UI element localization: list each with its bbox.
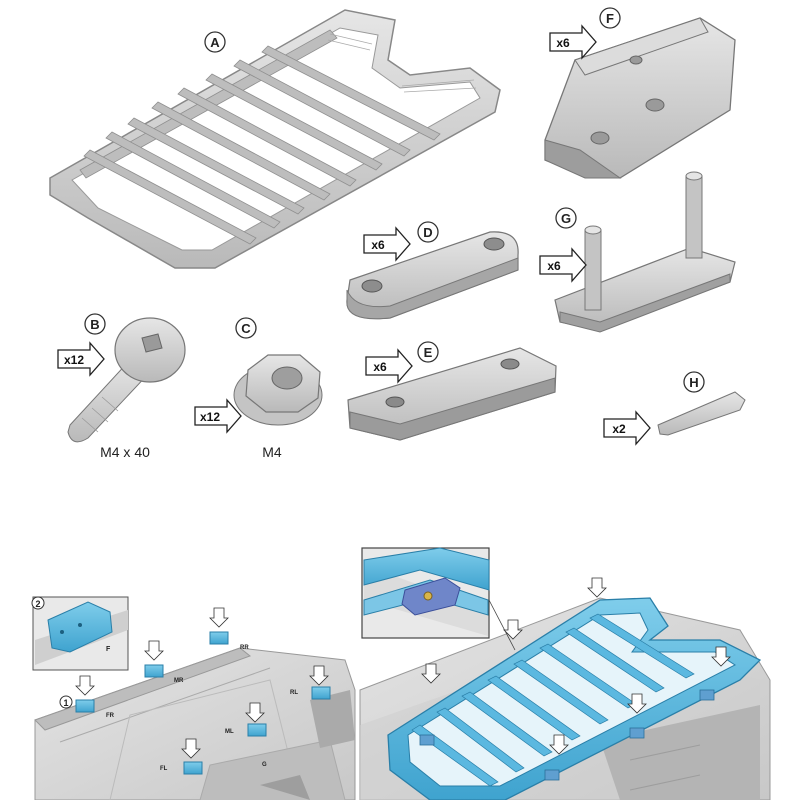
part-b-qty-arrow: x12 (57, 341, 105, 377)
step-1-marker: 1 (59, 695, 73, 709)
foot-mr (144, 640, 164, 678)
position-label-fr: FR (106, 713, 115, 719)
foot-fl (181, 738, 203, 775)
foot-ml (245, 702, 267, 737)
part-a-label: A (204, 31, 226, 53)
svg-text:x12: x12 (64, 353, 84, 367)
position-label-rr: RR (240, 645, 249, 651)
svg-text:A: A (210, 35, 220, 50)
part-c-label: C (235, 317, 257, 339)
part-g-label: G (555, 207, 577, 229)
svg-text:x6: x6 (371, 238, 385, 252)
part-g-qty-arrow: x6 (539, 247, 587, 283)
part-g-pin-plate (554, 171, 736, 333)
svg-text:B: B (90, 317, 99, 332)
part-a-rack-frame (49, 9, 501, 269)
part-e-label: E (417, 341, 439, 363)
part-h-qty-arrow: x2 (603, 410, 651, 446)
part-d-spacer-plate (346, 231, 519, 320)
part-b-bolt (67, 317, 186, 443)
part-d-label: D (417, 221, 439, 243)
position-label-mr: MR (174, 678, 184, 684)
foot-rr (209, 607, 229, 645)
position-label-fl: FL (160, 766, 168, 772)
part-b-label: B (84, 313, 106, 335)
part-d-qty-arrow: x6 (363, 226, 411, 262)
part-f-qty-arrow: x6 (549, 24, 597, 60)
part-c-spec: M4 (262, 444, 282, 460)
install-rack-panel (359, 547, 771, 800)
svg-text:G: G (561, 211, 571, 226)
part-e-qty-arrow: x6 (365, 348, 413, 384)
svg-text:x2: x2 (612, 422, 626, 436)
svg-text:x12: x12 (200, 410, 220, 424)
part-c-qty-arrow: x12 (194, 398, 242, 434)
svg-text:D: D (423, 225, 432, 240)
svg-text:C: C (241, 321, 251, 336)
svg-text:x6: x6 (556, 36, 570, 50)
svg-text:2: 2 (35, 599, 40, 609)
inset-step-marker: 2 (31, 596, 45, 610)
foot-rl (309, 665, 331, 700)
position-label-g: G (262, 762, 267, 768)
position-label-rl: RL (290, 690, 298, 696)
svg-text:F: F (606, 11, 614, 26)
inset-part-label: F (106, 646, 111, 653)
foot-fr (75, 675, 95, 713)
svg-text:x6: x6 (547, 259, 561, 273)
svg-text:x6: x6 (373, 360, 387, 374)
part-h-end-cap (657, 391, 746, 436)
part-b-spec: M4 x 40 (100, 444, 150, 460)
part-h-label: H (683, 371, 705, 393)
part-f-foot-bracket (544, 17, 736, 179)
svg-text:H: H (689, 375, 698, 390)
svg-text:E: E (424, 345, 433, 360)
part-e-clamp-plate (347, 347, 557, 441)
part-c-nut (233, 354, 323, 426)
position-label-ml: ML (225, 729, 234, 735)
svg-text:1: 1 (63, 698, 68, 708)
part-f-label: F (599, 7, 621, 29)
